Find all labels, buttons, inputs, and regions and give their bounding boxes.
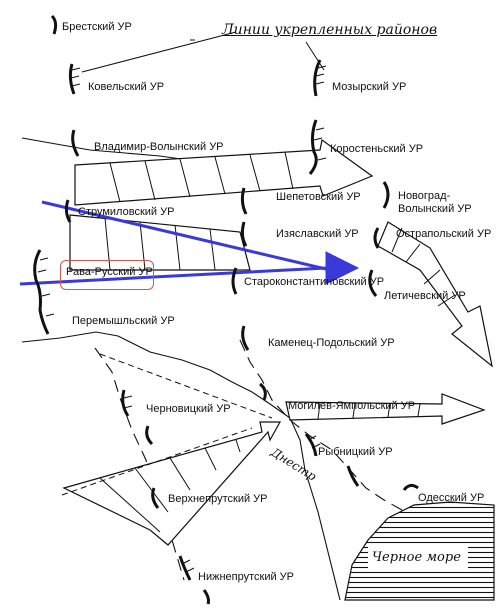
arrow-north — [74, 138, 374, 206]
arrow-east — [285, 393, 486, 425]
sea-label: Черное море — [372, 550, 461, 565]
arrow-southeast-stripes — [391, 227, 456, 307]
label-nizhneprut: Нижнепрутский УР — [198, 571, 294, 583]
arrow-east-stripes — [317, 402, 421, 420]
label-starokon: Староконстантиновский УР — [244, 276, 385, 288]
label-mogilev: Могилев-Ямпольский УР — [288, 400, 416, 412]
striped-arrows — [62, 138, 493, 546]
label-novograd: Новоград- Волынский УР — [398, 190, 472, 215]
arrow-south-stripes — [99, 439, 241, 533]
arrow-middle — [69, 214, 251, 271]
label-vladimir: Владимир-Волынский УР — [94, 141, 224, 153]
label-ostropol: Острапольский УР — [396, 228, 492, 240]
dashed-border-2 — [239, 339, 403, 511]
black-sea — [344, 501, 495, 601]
arrow-south — [62, 421, 282, 546]
blue-arrow-line-1 — [41, 200, 331, 272]
arrow-north-stripes — [109, 151, 294, 203]
label-brest: Брестский УР — [62, 21, 132, 33]
label-kovel: Ковельский УР — [88, 81, 165, 93]
rava-highlight-box — [60, 260, 154, 290]
fortified-ticks — [37, 65, 327, 573]
blue-arrowhead — [325, 251, 360, 285]
label-mozyr: Мозырский УР — [332, 81, 407, 93]
label-letichev: Летичевский УР — [384, 290, 466, 302]
label-rybnits: Рыбницкий УР — [318, 446, 393, 458]
label-strumil: Струмиловский УР — [78, 206, 175, 218]
label-shepetov: Шепетовский УР — [276, 191, 361, 203]
lower-border-line — [21, 331, 341, 601]
label-chernovits: Черновицкий УР — [146, 403, 231, 415]
label-odessa: Одесский УР — [418, 492, 485, 504]
label-kamenets: Каменец-Подольский УР — [268, 337, 395, 349]
label-peremysh: Перемышльский УР — [72, 315, 175, 327]
sea-label-bg — [368, 545, 468, 571]
label-rava: Рава-Русский УР — [66, 266, 153, 278]
title-connectors — [81, 31, 325, 73]
arrow-southeast — [377, 221, 493, 368]
label-verkhneprut: Верхнепрутский УР — [168, 493, 268, 505]
fortified-symbols — [33, 14, 419, 605]
label-izyaslav: Изяславский УР — [276, 228, 359, 240]
map-title: Линии укрепленных районов — [222, 22, 438, 38]
label-korosten: Коростеньский УР — [330, 143, 424, 155]
dashed-arrows — [61, 353, 273, 496]
blue-arrow-line-2 — [19, 266, 327, 286]
blue-arrows — [19, 200, 360, 286]
